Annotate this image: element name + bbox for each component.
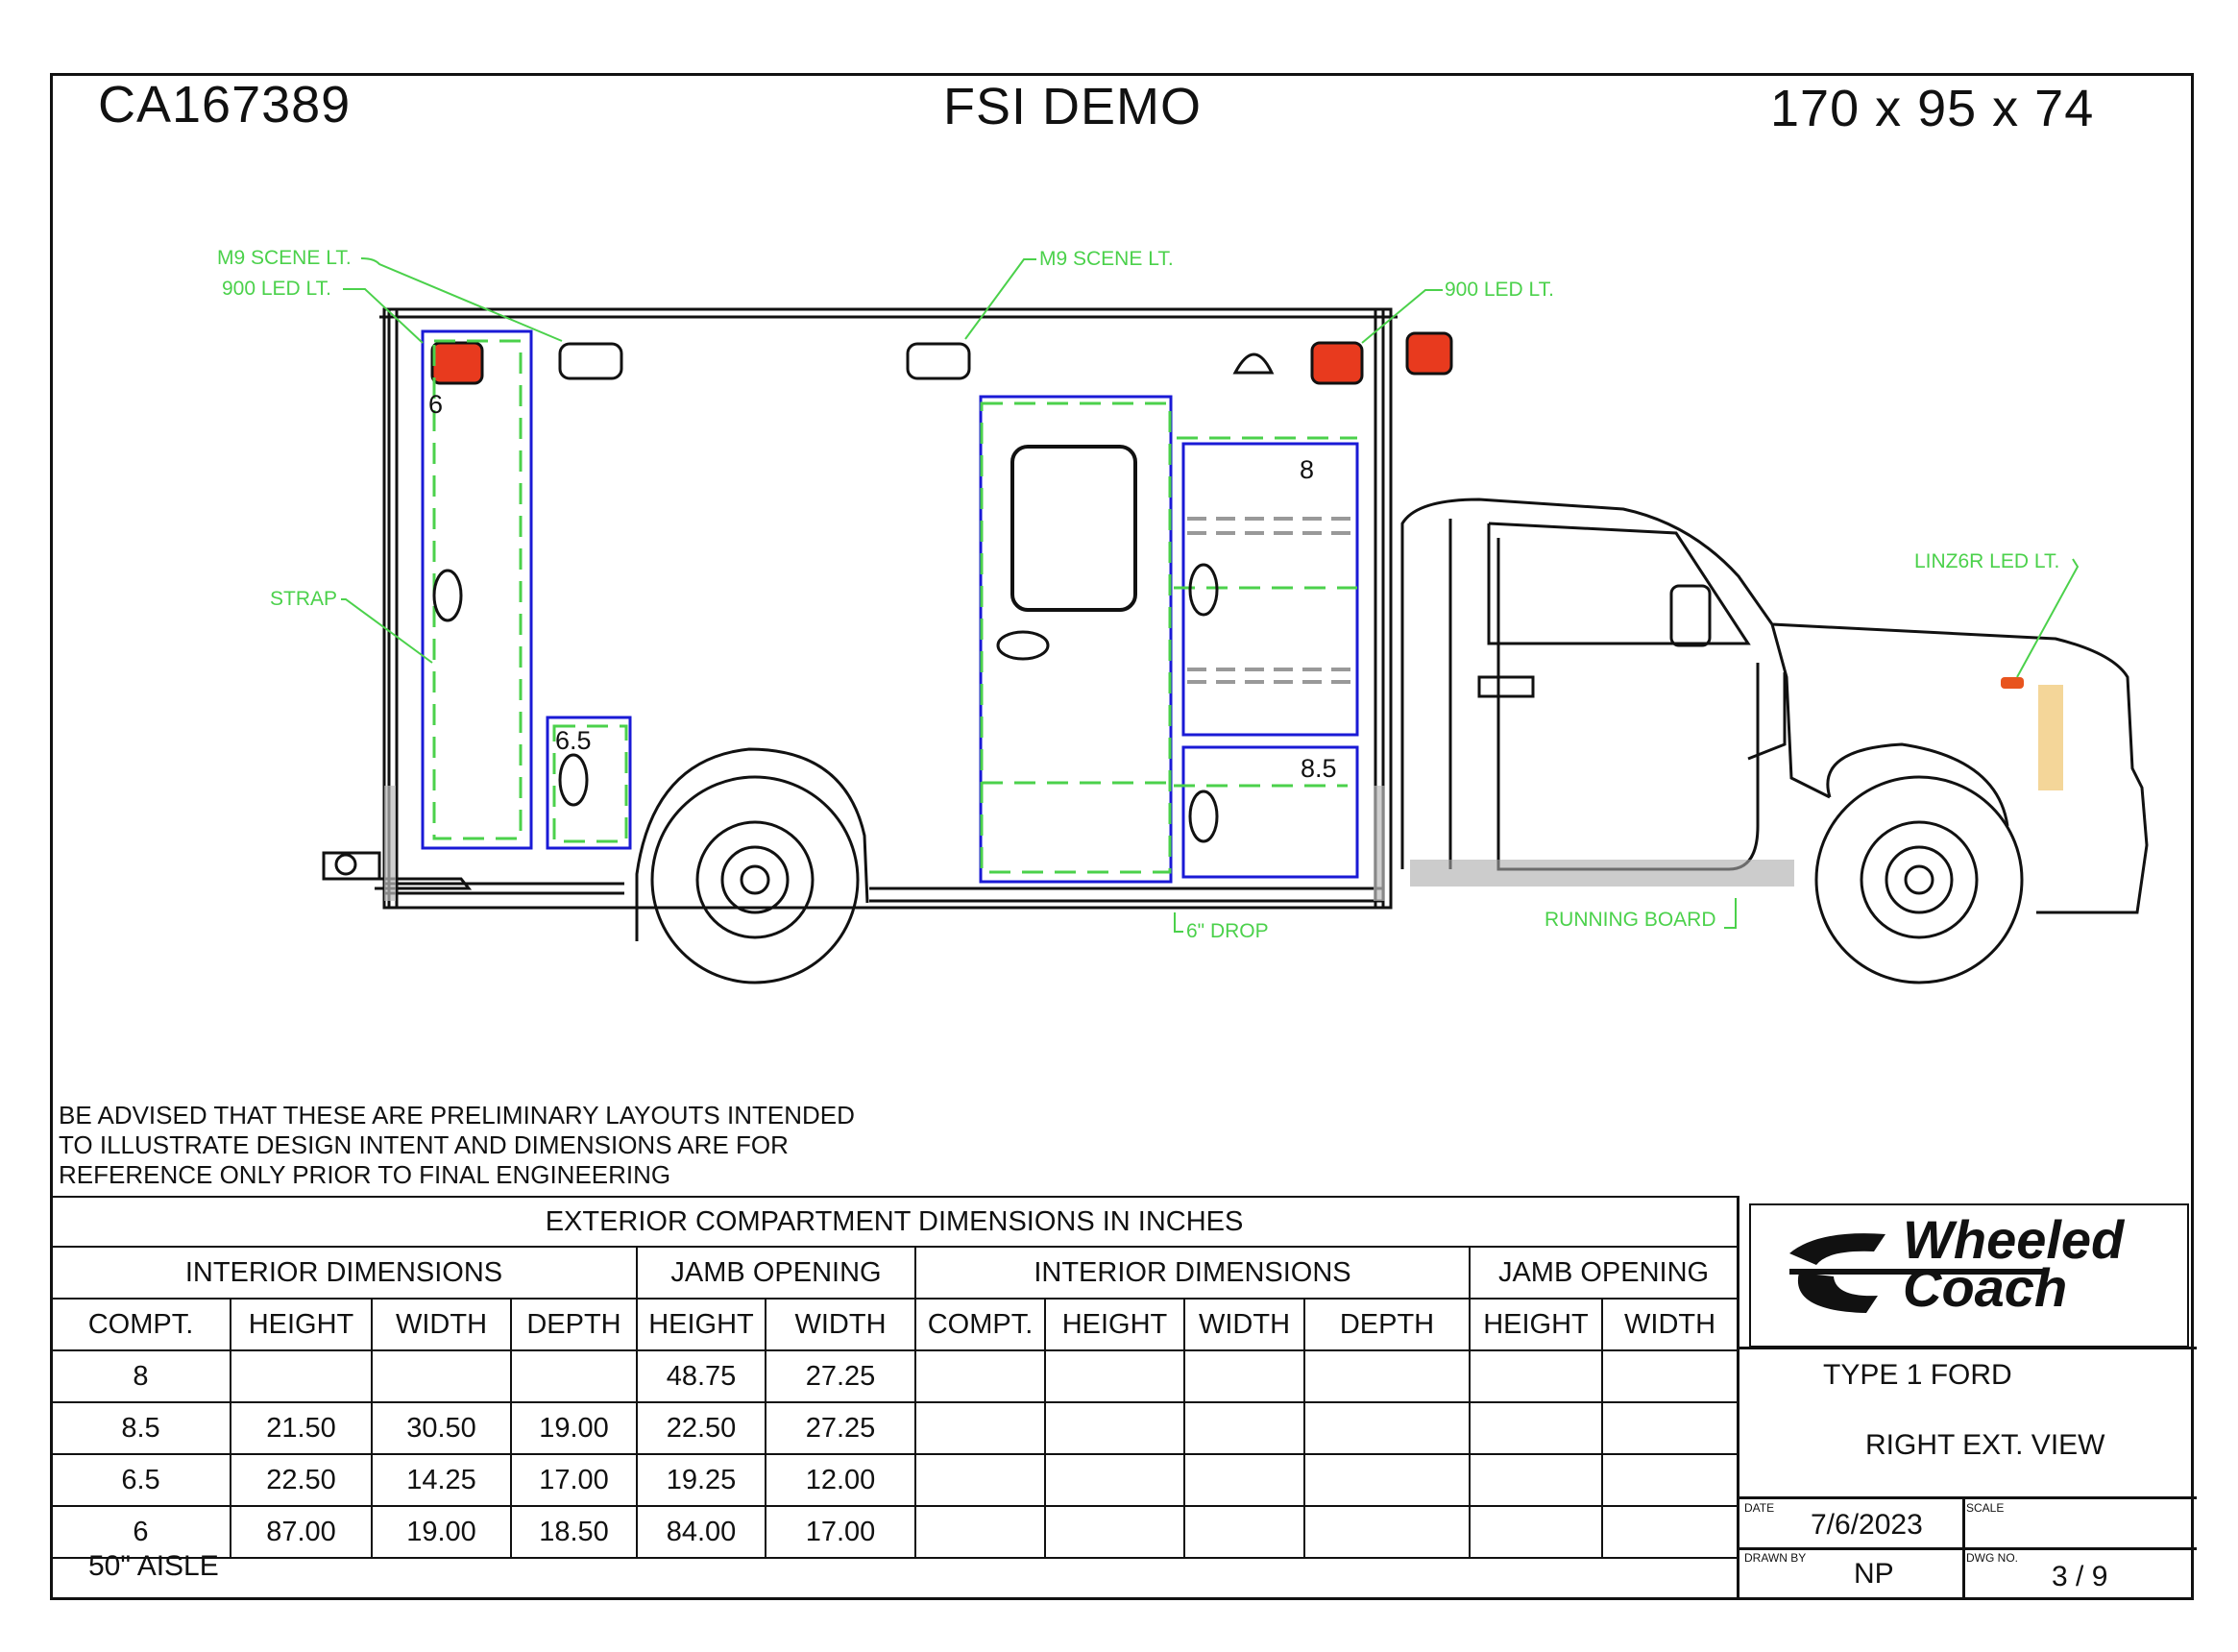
label-strap: STRAP: [270, 588, 338, 610]
date-value: 7/6/2023: [1811, 1509, 1923, 1541]
callout-leaders: [341, 257, 2080, 933]
label-m9-scene-left: M9 SCENE LT.: [217, 247, 352, 269]
compartment-number-8-5: 8.5: [1301, 754, 1337, 783]
ford-cab: [1400, 498, 2149, 914]
dwg-no-value: 3 / 9: [2052, 1561, 2108, 1592]
table-cell: 27.25: [765, 1349, 916, 1403]
table-cell: 87.00: [230, 1505, 373, 1559]
drawn-by-value: NP: [1854, 1558, 1894, 1590]
table-cell: 17.00: [765, 1505, 916, 1559]
group-header-interior-left: INTERIOR DIMENSIONS: [50, 1246, 638, 1300]
compartment-number-6-5: 6.5: [555, 726, 592, 755]
table-row: 8.5 21.50 30.50 19.00 22.50 27.25: [50, 1401, 1739, 1455]
table-cell: 21.50: [230, 1401, 373, 1455]
label-900-led-left: 900 LED LT.: [222, 278, 332, 300]
job-number: CA167389: [98, 76, 352, 134]
scale-label: SCALE: [1966, 1501, 2005, 1515]
column-header: WIDTH: [765, 1298, 916, 1351]
table-cell: 18.50: [510, 1505, 638, 1559]
label-900-led-right: 900 LED LT.: [1445, 279, 1555, 301]
rear-wheel-well: [635, 747, 869, 941]
running-board: [1410, 860, 1794, 887]
drawing-view: RIGHT EXT. VIEW: [1865, 1429, 2105, 1461]
table-cell: 19.00: [371, 1505, 512, 1559]
table-cell: 48.75: [636, 1349, 766, 1403]
table-cell: 8: [50, 1349, 231, 1403]
label-m9-scene-mid: M9 SCENE LT.: [1039, 248, 1174, 270]
logo-text-line1: Wheeled: [1903, 1209, 2125, 1270]
rear-wheel: [650, 775, 860, 984]
column-header: HEIGHT: [636, 1298, 766, 1351]
column-header: HEIGHT: [1469, 1298, 1603, 1351]
column-header: WIDTH: [1183, 1298, 1305, 1351]
label-6in-drop: 6" DROP: [1186, 920, 1269, 942]
table-cell: [371, 1349, 512, 1403]
column-header: DEPTH: [1303, 1298, 1471, 1351]
table-row: 6 87.00 19.00 18.50 84.00 17.00: [50, 1505, 1739, 1559]
table-cell: 12.00: [765, 1453, 916, 1507]
date-label: DATE: [1744, 1501, 1775, 1515]
column-header: COMPT.: [50, 1298, 231, 1351]
customer-name: FSI DEMO: [943, 78, 1203, 135]
scene-lights: [558, 342, 971, 380]
table-cell: 19.25: [636, 1453, 766, 1507]
column-header: COMPT.: [914, 1298, 1046, 1351]
group-header-jamb-right: JAMB OPENING: [1468, 1246, 1739, 1300]
table-cell: 6: [50, 1505, 231, 1559]
compartment-dimensions-table: EXTERIOR COMPARTMENT DIMENSIONS IN INCHE…: [49, 1196, 1739, 1559]
logo-text-line2: Coach: [1903, 1257, 2068, 1318]
side-door-window: [1010, 445, 1137, 612]
column-header: WIDTH: [371, 1298, 512, 1351]
column-header: DEPTH: [510, 1298, 638, 1351]
label-linz6r: LINZ6R LED LT.: [1914, 550, 2060, 572]
table-cell: 22.50: [230, 1453, 373, 1507]
dwg-no-label: DWG NO.: [1966, 1551, 2018, 1565]
ambulance-side-view-drawing: [322, 257, 2149, 984]
table-cell: [230, 1349, 373, 1403]
table-cell: 84.00: [636, 1505, 766, 1559]
group-header-jamb-left: JAMB OPENING: [636, 1246, 916, 1300]
table-title: EXTERIOR COMPARTMENT DIMENSIONS IN INCHE…: [49, 1196, 1739, 1248]
compartment-doors: [421, 329, 1359, 884]
table-cell: 19.00: [510, 1401, 638, 1455]
column-header: HEIGHT: [1044, 1298, 1185, 1351]
compartment-number-6: 6: [428, 390, 444, 419]
column-header: HEIGHT: [230, 1298, 373, 1351]
table-cell: 27.25: [765, 1401, 916, 1455]
title-block: Wheeled Coach TYPE 1 FORD RIGHT EXT. VIE…: [1737, 1196, 2197, 1600]
vehicle-type: TYPE 1 FORD: [1823, 1359, 2012, 1391]
door-handles: [432, 563, 1219, 843]
wheeled-coach-logo: Wheeled Coach: [1749, 1203, 2189, 1348]
table-row: 8 48.75 27.25: [50, 1349, 1739, 1403]
table-cell: 22.50: [636, 1401, 766, 1455]
table-cell: 30.50: [371, 1401, 512, 1455]
body-size: 170 x 95 x 74: [1770, 80, 2095, 137]
front-wheel: [1814, 775, 2024, 984]
table-row: 6.5 22.50 14.25 17.00 19.25 12.00: [50, 1453, 1739, 1507]
compartment-interiors: [432, 339, 1357, 874]
module-body-outline: [382, 307, 1393, 910]
compartment-number-8: 8: [1300, 455, 1315, 484]
drawing-frame: [50, 73, 2194, 1600]
notice-line: BE ADVISED THAT THESE ARE PRELIMINARY LA…: [59, 1101, 855, 1130]
column-header: WIDTH: [1600, 1298, 1739, 1351]
table-cell: 14.25: [371, 1453, 512, 1507]
table-cell: 17.00: [510, 1453, 638, 1507]
aisle-note: 50" AISLE: [88, 1550, 219, 1582]
preliminary-notice: BE ADVISED THAT THESE ARE PRELIMINARY LA…: [59, 1101, 855, 1190]
group-header-interior-right: INTERIOR DIMENSIONS: [914, 1246, 1471, 1300]
table-cell: 6.5: [50, 1453, 231, 1507]
red-warning-lights: [430, 331, 2024, 689]
label-running-board: RUNNING BOARD: [1545, 909, 1716, 931]
drawn-by-label: DRAWN BY: [1744, 1551, 1807, 1565]
table-cell: 8.5: [50, 1401, 231, 1455]
table-cell: [510, 1349, 638, 1403]
logo-swoosh-icon: [1789, 1233, 2049, 1313]
notice-line: REFERENCE ONLY PRIOR TO FINAL ENGINEERIN…: [59, 1160, 671, 1189]
notice-line: TO ILLUSTRATE DESIGN INTENT AND DIMENSIO…: [59, 1130, 789, 1159]
